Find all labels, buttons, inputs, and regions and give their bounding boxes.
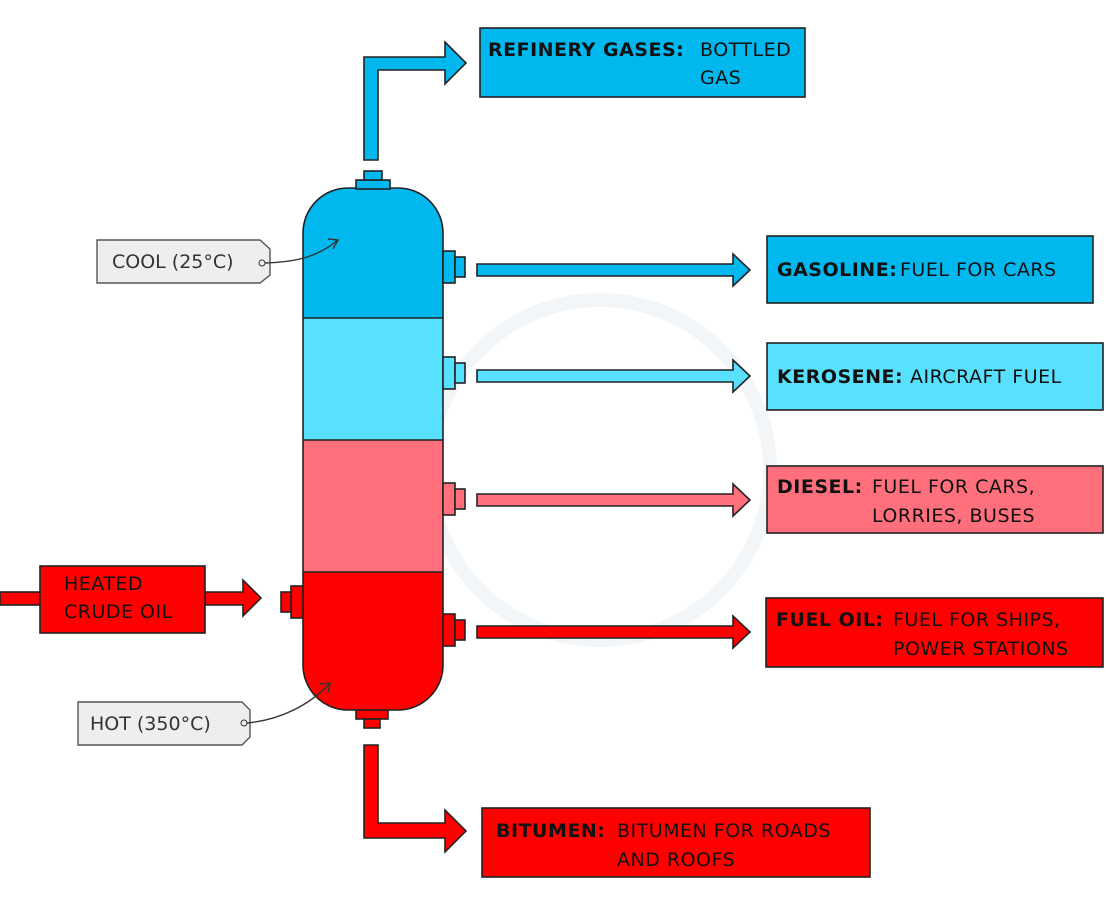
fraction-use: AIRCRAFT FUEL bbox=[910, 366, 1062, 388]
fraction-name: BITUMEN: bbox=[496, 820, 605, 842]
cool-tag: COOL (25°C) bbox=[96, 238, 340, 284]
fraction-use: FUEL FOR CARS bbox=[900, 259, 1057, 281]
bitumen-arrow bbox=[363, 744, 468, 854]
column-section-bottom bbox=[303, 572, 443, 710]
fraction-box-bitumen: BITUMEN: BITUMEN FOR ROADS AND ROOFS bbox=[481, 807, 871, 878]
fraction-box-kerosene: KEROSENE: AIRCRAFT FUEL bbox=[766, 342, 1104, 411]
hot-tag: HOT (350°C) bbox=[77, 682, 331, 746]
watermark-logo bbox=[423, 293, 777, 647]
fraction-use: AND ROOFS bbox=[617, 849, 735, 871]
fraction-use: FUEL FOR SHIPS, bbox=[893, 609, 1061, 631]
refinery-gases-arrow bbox=[363, 40, 468, 161]
fraction-box-gasoline: GASOLINE: FUEL FOR CARS bbox=[766, 235, 1094, 304]
fraction-name: KEROSENE: bbox=[777, 366, 903, 388]
fraction-use: BOTTLED bbox=[700, 39, 791, 61]
fractionating-column bbox=[280, 170, 466, 729]
input-label-line1: HEATED bbox=[64, 573, 143, 595]
fraction-use: FUEL FOR CARS, bbox=[872, 476, 1035, 498]
fraction-name: DIESEL: bbox=[777, 476, 863, 498]
column-section-lower-middle bbox=[303, 440, 443, 572]
fuel-oil-arrow bbox=[476, 614, 752, 650]
fraction-name: GASOLINE: bbox=[777, 259, 897, 281]
fraction-name: REFINERY GASES: bbox=[488, 39, 684, 61]
hot-label: HOT (350°C) bbox=[90, 713, 211, 735]
diesel-arrow bbox=[476, 482, 752, 518]
fraction-use: POWER STATIONS bbox=[893, 638, 1069, 660]
fraction-use: GAS bbox=[700, 67, 741, 89]
input-label-line2: CRUDE OIL bbox=[64, 601, 173, 623]
heated-crude-oil-input: HEATED CRUDE OIL bbox=[0, 565, 263, 634]
gasoline-arrow bbox=[476, 252, 752, 288]
column-section-upper-middle bbox=[303, 318, 443, 440]
fraction-use: LORRIES, BUSES bbox=[872, 505, 1035, 527]
cool-label: COOL (25°C) bbox=[112, 251, 234, 273]
kerosene-arrow bbox=[476, 358, 752, 394]
fraction-box-fuel-oil: FUEL OIL: FUEL FOR SHIPS, POWER STATIONS bbox=[765, 597, 1104, 668]
fraction-use: BITUMEN FOR ROADS bbox=[617, 820, 831, 842]
column-section-top bbox=[303, 188, 443, 318]
fraction-box-refinery-gases: REFINERY GASES: BOTTLED GAS bbox=[479, 27, 806, 98]
fraction-name: FUEL OIL: bbox=[776, 609, 884, 631]
fraction-box-diesel: DIESEL: FUEL FOR CARS, LORRIES, BUSES bbox=[766, 465, 1104, 534]
